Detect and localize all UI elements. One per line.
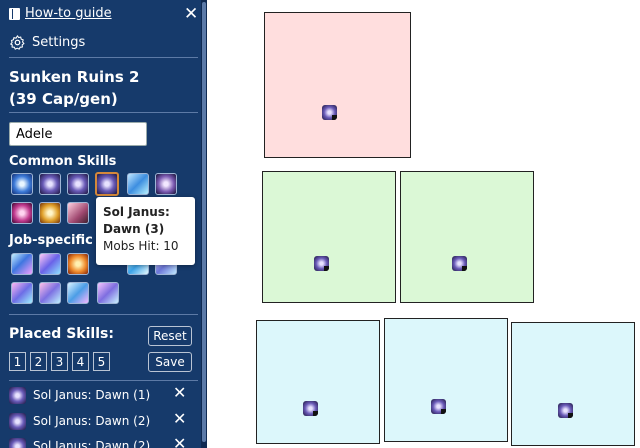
skill-icon[interactable] — [155, 173, 177, 195]
divider — [9, 380, 198, 381]
settings-label: Settings — [32, 35, 86, 50]
sol-janus-dawn-icon[interactable] — [431, 399, 446, 414]
placement-box-tier3[interactable] — [256, 320, 380, 444]
placed-skill-item: Sol Janus: Dawn (2) — [9, 436, 150, 448]
placement-box-tier1[interactable] — [264, 12, 411, 158]
placement-box-tier3[interactable] — [511, 322, 635, 446]
divider — [9, 112, 198, 113]
how-to-guide-link[interactable]: How-to guide — [9, 6, 112, 21]
how-to-guide-label[interactable]: How-to guide — [25, 6, 112, 21]
gear-icon — [10, 35, 25, 50]
skill-icon[interactable] — [67, 282, 89, 304]
map-cap: (39 Cap/gen) — [9, 90, 118, 108]
book-icon — [9, 7, 20, 20]
map-name: Sunken Ruins 2 — [9, 68, 140, 86]
placement-box-tier2[interactable] — [400, 171, 534, 303]
close-icon[interactable]: ✕ — [184, 4, 199, 24]
skill-icon[interactable] — [39, 282, 61, 304]
reset-button[interactable]: Reset — [148, 326, 192, 346]
slot-button-4[interactable]: 4 — [72, 352, 89, 371]
skill-icon[interactable] — [11, 202, 33, 224]
remove-x-icon[interactable]: ✕ — [173, 409, 187, 428]
remove-x-icon[interactable]: ✕ — [173, 434, 187, 448]
skill-icon[interactable] — [97, 282, 119, 304]
character-name-input[interactable] — [9, 122, 147, 146]
skill-icon[interactable] — [11, 173, 33, 195]
sol-janus-dawn-icon — [9, 386, 26, 404]
placed-skill-label: Sol Janus: Dawn (1) — [33, 388, 151, 402]
sol-janus-dawn-icon[interactable] — [322, 105, 337, 120]
slot-button-1[interactable]: 1 — [9, 352, 26, 371]
skill-icon-selected[interactable] — [95, 172, 119, 196]
tooltip-title-line1: Sol Janus: — [103, 205, 170, 219]
common-skills-label: Common Skills — [9, 154, 117, 169]
settings-button[interactable]: Settings — [9, 34, 85, 51]
skill-icon[interactable] — [11, 282, 33, 304]
skill-icon[interactable] — [39, 202, 61, 224]
remove-x-icon[interactable]: ✕ — [173, 383, 187, 402]
save-button[interactable]: Save — [148, 352, 192, 372]
placed-skill-item: Sol Janus: Dawn (2) — [9, 411, 150, 431]
divider — [9, 57, 198, 58]
skill-icon[interactable] — [39, 173, 61, 195]
job-skills-label: Job-specific Sk — [9, 233, 116, 248]
sol-janus-dawn-icon[interactable] — [558, 403, 573, 418]
map-title: Sunken Ruins 2 (39 Cap/gen) — [9, 66, 139, 110]
divider — [9, 314, 198, 315]
slot-button-3[interactable]: 3 — [51, 352, 68, 371]
slot-button-2[interactable]: 2 — [30, 352, 47, 371]
placed-skill-label: Sol Janus: Dawn (2) — [33, 414, 151, 428]
placed-skill-item: Sol Janus: Dawn (1) — [9, 385, 150, 405]
skill-icon[interactable] — [67, 253, 89, 275]
placement-box-tier3[interactable] — [384, 318, 508, 442]
skill-icon[interactable] — [67, 173, 89, 195]
sol-janus-dawn-icon[interactable] — [452, 256, 467, 271]
placed-skills-label: Placed Skills: — [9, 326, 114, 342]
sol-janus-dawn-icon[interactable] — [314, 256, 329, 271]
skill-tooltip: Sol Janus: Dawn (3) Mobs Hit: 10 — [96, 197, 195, 265]
placed-skill-label: Sol Janus: Dawn (2) — [33, 439, 151, 448]
sol-janus-dawn-icon — [9, 412, 26, 430]
skill-icon[interactable] — [127, 173, 149, 195]
sol-janus-dawn-icon[interactable] — [303, 401, 318, 416]
tooltip-detail: Mobs Hit: 10 — [103, 239, 179, 253]
sidebar-scrollbar[interactable] — [201, 0, 207, 448]
skill-icon[interactable] — [11, 253, 33, 275]
placement-box-tier2[interactable] — [262, 171, 396, 303]
skill-icon[interactable] — [39, 253, 61, 275]
skill-icon[interactable] — [67, 202, 89, 224]
tooltip-title-line2: Dawn (3) — [103, 222, 165, 236]
sol-janus-dawn-icon — [9, 437, 26, 448]
slot-button-5[interactable]: 5 — [93, 352, 110, 371]
